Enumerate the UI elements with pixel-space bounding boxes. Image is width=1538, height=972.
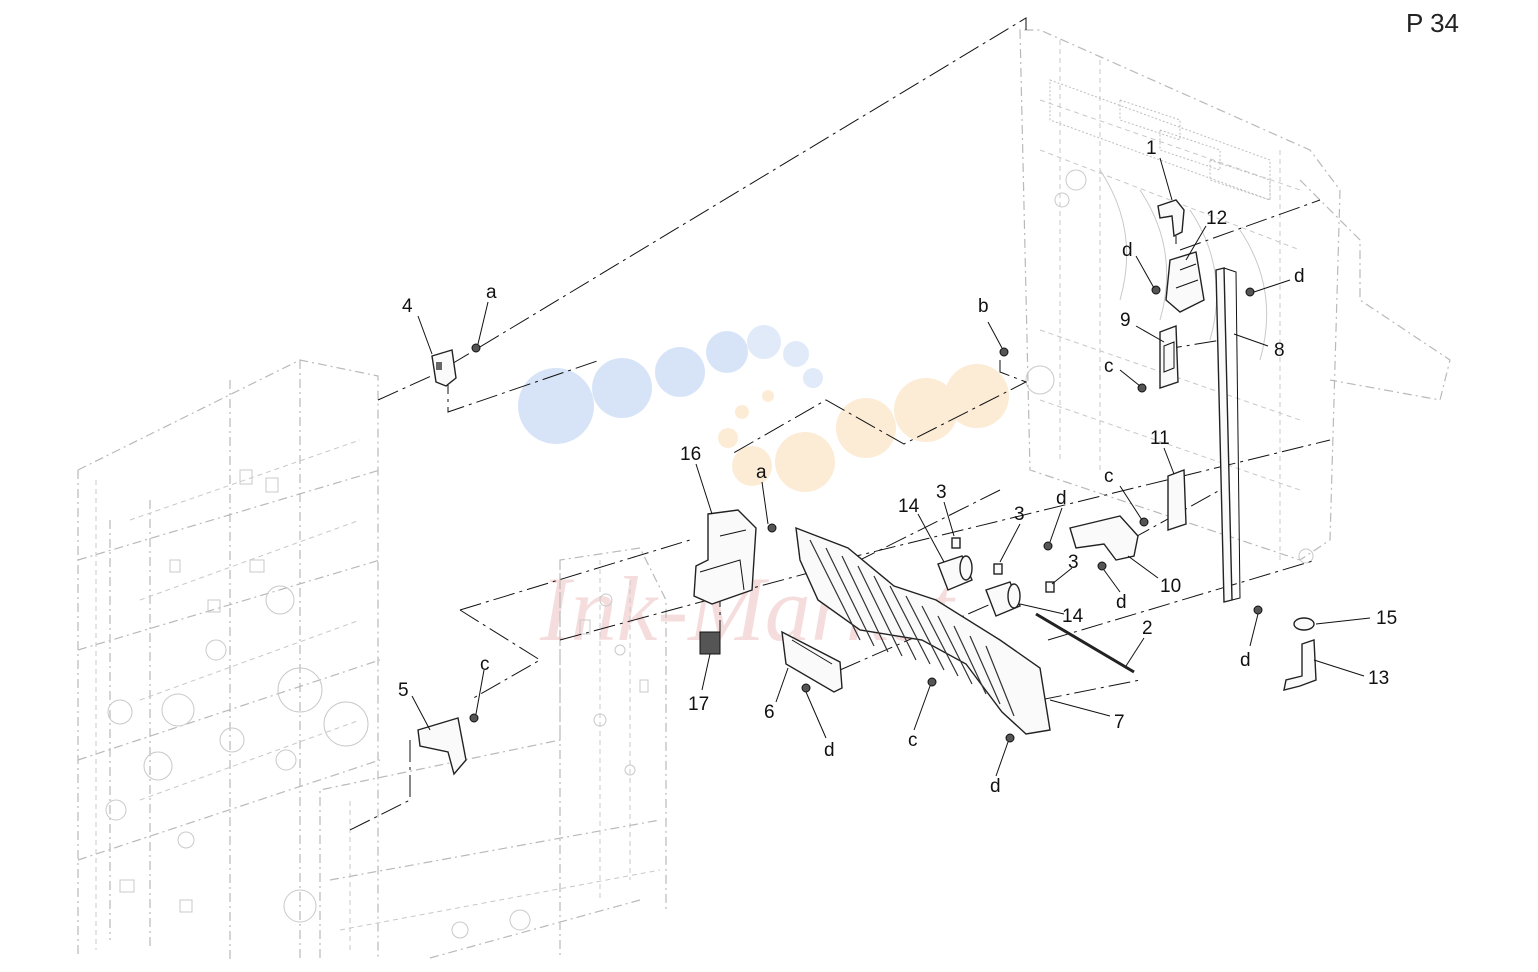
callout-14a: 14 <box>898 496 920 517</box>
callout-a-top: a <box>486 282 497 303</box>
callout-3a: 3 <box>936 482 947 503</box>
callout-c-low: c <box>908 730 918 751</box>
part-16-cover <box>693 509 757 605</box>
part-12-bracket <box>1165 251 1205 313</box>
part-1-lever <box>1157 199 1185 244</box>
part-14-roller-lower <box>985 581 1021 617</box>
part-13-arm <box>1283 639 1317 691</box>
callout-d-top-left: d <box>1122 240 1133 261</box>
callout-17: 17 <box>688 694 709 715</box>
part-11-block <box>1167 469 1187 531</box>
callout-c-left: c <box>480 654 490 675</box>
callout-6: 6 <box>764 702 775 723</box>
part-9-block <box>1159 325 1179 389</box>
callout-c-mid: c <box>1104 466 1114 487</box>
left-frame-outline <box>77 359 381 960</box>
callout-15: 15 <box>1376 608 1397 629</box>
part-4-bracket <box>431 349 457 387</box>
part-7-guide-assembly <box>795 526 1051 735</box>
callout-11: 11 <box>1150 428 1170 449</box>
screws <box>469 285 1263 743</box>
callout-3c: 3 <box>1068 552 1079 573</box>
callout-14b: 14 <box>1062 606 1084 627</box>
callout-7: 7 <box>1114 712 1125 733</box>
callout-8: 8 <box>1274 340 1285 361</box>
callout-d-mid: d <box>1056 488 1067 509</box>
callout-d-top-right: d <box>1294 266 1305 287</box>
callout-10: 10 <box>1160 576 1181 597</box>
callout-a-mid: a <box>756 462 767 483</box>
callout-d-low: d <box>824 740 835 761</box>
callout-12: 12 <box>1206 208 1227 229</box>
part-15-spring <box>1293 617 1315 631</box>
callout-5: 5 <box>398 680 409 701</box>
part-6-guide-plate <box>781 630 843 693</box>
callout-d-low2: d <box>990 776 1001 797</box>
callout-4: 4 <box>402 296 413 317</box>
callout-9: 9 <box>1120 310 1131 331</box>
part-2-shaft <box>1035 612 1135 674</box>
callout-3b: 3 <box>1014 504 1025 525</box>
callout-13: 13 <box>1368 668 1389 689</box>
part-8-rail <box>1215 267 1241 603</box>
right-frame-outline <box>1019 29 1451 564</box>
callout-b: b <box>978 296 989 317</box>
callout-labels: 1 12 d d 9 8 c b 4 a 11 c d 10 d 16 a 14… <box>398 138 1397 797</box>
callout-1: 1 <box>1146 138 1157 159</box>
part-17-clip <box>699 631 721 655</box>
callout-16: 16 <box>680 444 701 465</box>
callout-2: 2 <box>1142 618 1153 639</box>
page-number: P 34 <box>1406 8 1460 38</box>
part-3-clips <box>951 537 1055 593</box>
callout-c-top: c <box>1104 356 1114 377</box>
part-14-roller-upper <box>937 555 973 591</box>
part-10-bracket <box>1069 515 1139 561</box>
callout-leaders <box>411 157 1371 777</box>
callout-d-mid2: d <box>1116 592 1127 613</box>
callout-d-right: d <box>1240 650 1251 671</box>
middle-frame-outline <box>319 547 667 959</box>
part-5-bracket <box>417 717 467 776</box>
